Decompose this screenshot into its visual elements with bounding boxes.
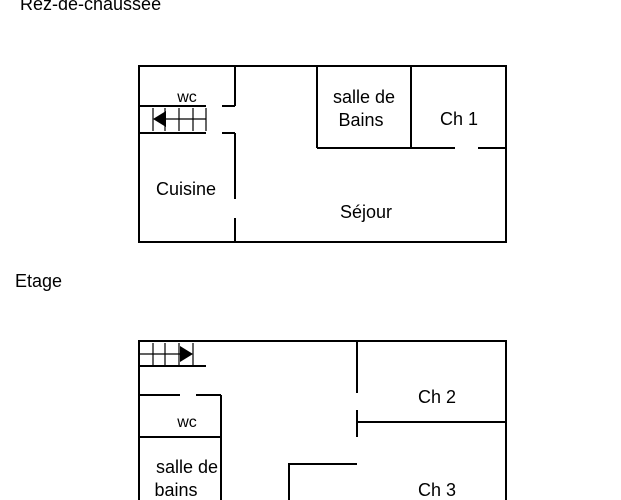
upper-bathroom-label-line2: bains <box>154 480 197 500</box>
ground-floor-heading: Rez-de-chaussée <box>20 0 161 14</box>
upper-floor-outer-wall <box>138 340 507 500</box>
upper-stairs <box>139 343 194 366</box>
bathroom-label-line1: salle de <box>333 87 395 107</box>
living-room-label: Séjour <box>340 202 392 222</box>
kitchen-label: Cuisine <box>156 179 216 199</box>
upper-bathroom-label-line1: salle de <box>156 457 218 477</box>
upper-floor-plan: Ch 2 wc salle de bains Ch 3 <box>138 340 507 500</box>
ground-stairs <box>152 108 207 131</box>
upper-floor-heading: Etage <box>15 271 62 291</box>
upper-wc-label: wc <box>176 414 197 431</box>
wc-label: wc <box>176 89 197 106</box>
ground-floor-plan: wc salle de Bains Ch 1 Cuisine Séjour <box>138 65 507 243</box>
stair-arrow-icon <box>180 346 193 362</box>
bedroom1-label: Ch 1 <box>440 109 478 129</box>
bedroom2-label: Ch 2 <box>418 387 456 407</box>
bedroom3-left-wall <box>288 463 357 500</box>
bedroom3-label: Ch 3 <box>418 480 456 500</box>
ground-floor-outer-wall <box>138 65 507 243</box>
stair-arrow-icon <box>153 111 166 127</box>
bathroom-label-line2: Bains <box>338 110 383 130</box>
